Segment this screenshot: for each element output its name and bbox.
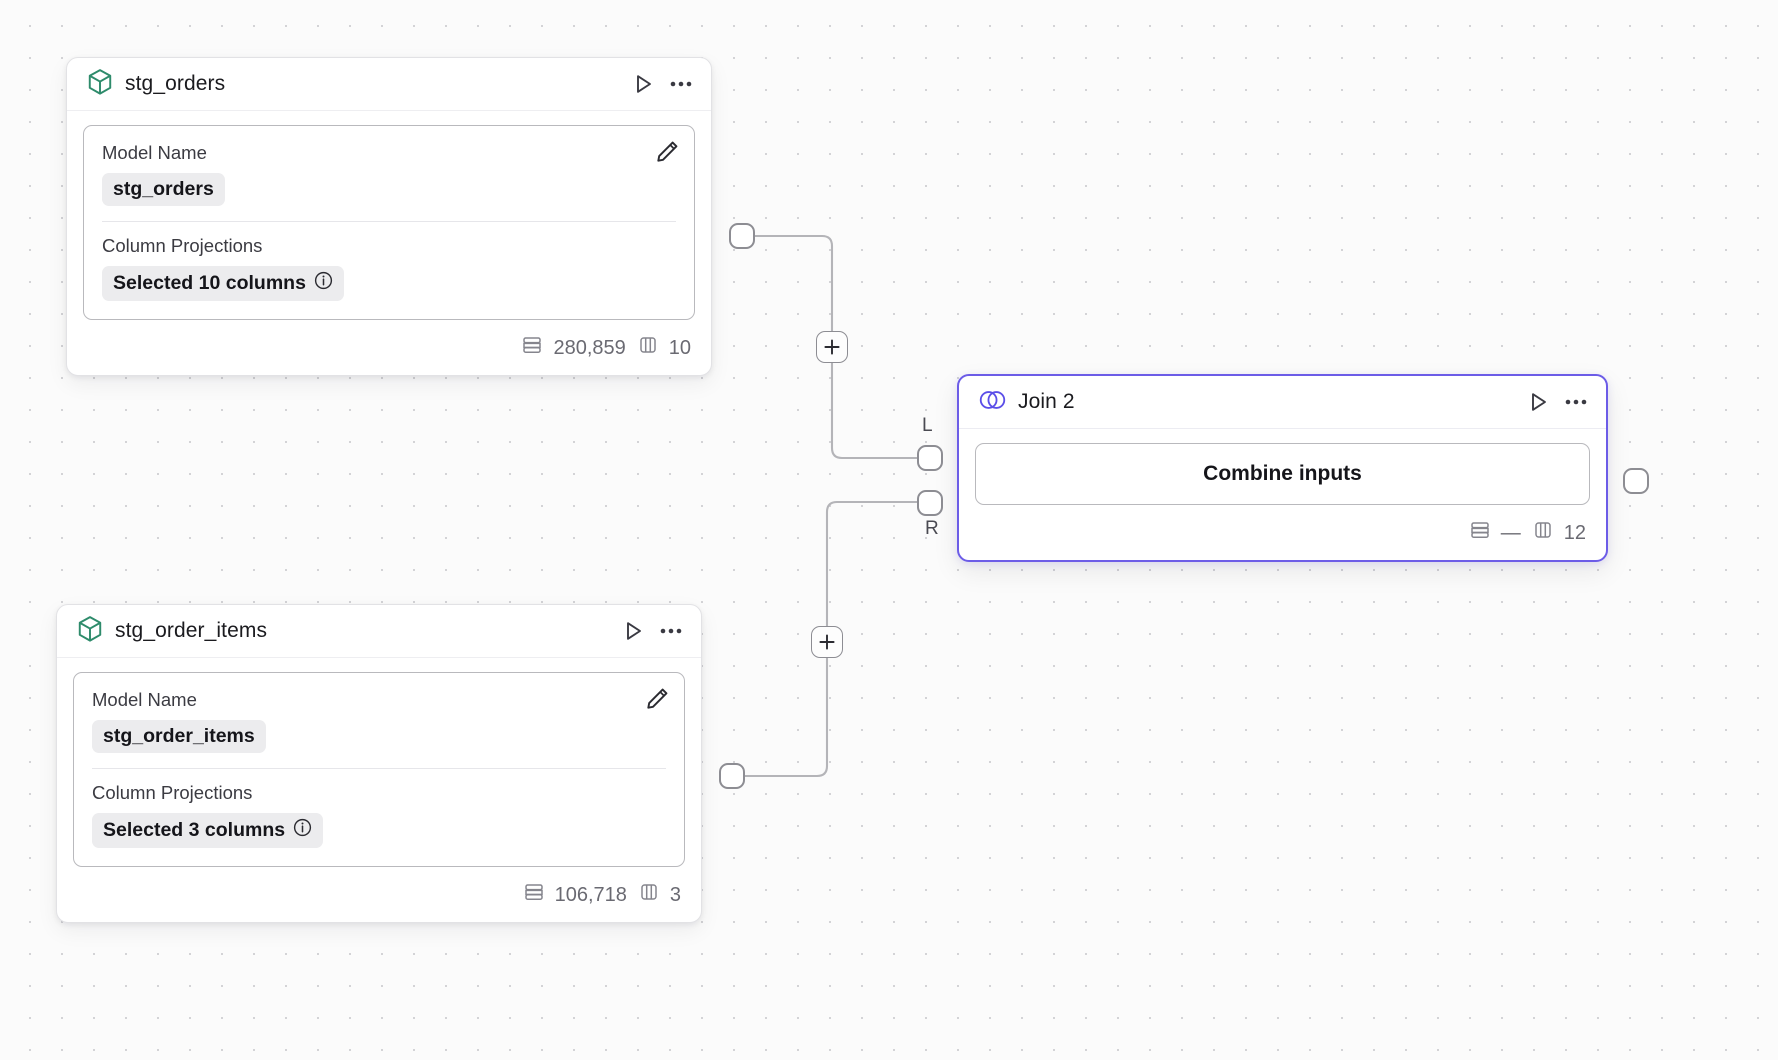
columns-icon	[638, 881, 660, 909]
columns-icon	[637, 334, 659, 362]
more-options-icon[interactable]	[659, 627, 683, 635]
model-name-value: stg_orders	[113, 178, 214, 200]
panel-divider	[92, 768, 666, 769]
column-projections-value: Selected 3 columns	[103, 819, 286, 841]
node-header: stg_orders	[67, 58, 711, 111]
node-footer: 280,859 10	[67, 328, 711, 375]
panel-divider	[102, 221, 676, 222]
node-title: stg_orders	[125, 72, 226, 95]
column-projections-value: Selected 10 columns	[113, 272, 306, 294]
columns-value: 3	[669, 883, 681, 906]
info-icon[interactable]	[293, 818, 312, 843]
node-title: Join 2	[1018, 390, 1075, 413]
model-config-panel[interactable]: Model Name stg_order_items Column Projec…	[73, 672, 685, 867]
add-node-on-edge-bottom-button[interactable]	[811, 626, 843, 658]
columns-stat: 3	[638, 881, 681, 909]
columns-stat: 10	[637, 334, 691, 362]
rows-stat: —	[1469, 519, 1521, 547]
port-label-right: R	[925, 518, 939, 539]
rows-value: 106,718	[554, 883, 627, 906]
node-stg-orders[interactable]: stg_orders	[66, 57, 712, 376]
cube-icon	[77, 615, 103, 648]
model-name-chip[interactable]: stg_orders	[102, 173, 225, 206]
run-icon[interactable]	[621, 619, 645, 643]
model-config-panel[interactable]: Model Name stg_orders Column Projections…	[83, 125, 695, 320]
run-icon[interactable]	[631, 72, 655, 96]
column-projections-label: Column Projections	[92, 782, 253, 803]
venn-icon	[979, 389, 1006, 416]
rows-value: —	[1500, 521, 1521, 544]
columns-stat: 12	[1532, 519, 1586, 547]
port-output-join[interactable]	[1623, 468, 1649, 494]
node-footer: — 12	[959, 513, 1606, 560]
more-options-icon[interactable]	[669, 80, 693, 88]
rows-icon	[1469, 519, 1491, 547]
port-label-left: L	[922, 415, 933, 436]
columns-value: 10	[668, 336, 691, 359]
info-icon[interactable]	[314, 271, 333, 296]
cube-icon	[87, 68, 113, 101]
rows-value: 280,859	[553, 336, 626, 359]
node-header: Join 2	[959, 376, 1606, 429]
plus-icon	[819, 634, 835, 650]
node-join-2[interactable]: Join 2 Combine inputs	[957, 374, 1608, 562]
columns-icon	[1532, 519, 1554, 547]
column-projections-chip[interactable]: Selected 3 columns	[92, 813, 324, 848]
model-name-value: stg_order_items	[103, 725, 255, 747]
rows-stat: 280,859	[521, 334, 626, 362]
node-body: Model Name stg_order_items Column Projec…	[57, 658, 701, 875]
port-input-join-left[interactable]	[917, 445, 943, 471]
node-body: Combine inputs	[959, 429, 1606, 513]
model-name-label: Model Name	[92, 689, 197, 710]
port-output-stg-orders[interactable]	[729, 223, 755, 249]
edit-pencil-icon[interactable]	[644, 686, 670, 712]
node-stg-order-items[interactable]: stg_order_items	[56, 604, 702, 923]
plus-icon	[824, 339, 840, 355]
node-title: stg_order_items	[115, 619, 268, 642]
rows-stat: 106,718	[523, 881, 627, 909]
columns-value: 12	[1563, 521, 1586, 544]
model-name-label: Model Name	[102, 142, 207, 163]
rows-icon	[523, 881, 545, 909]
more-options-icon[interactable]	[1564, 398, 1588, 406]
node-body: Model Name stg_orders Column Projections…	[67, 111, 711, 328]
run-icon[interactable]	[1526, 390, 1550, 414]
column-projections-label: Column Projections	[102, 235, 263, 256]
port-output-stg-order-items[interactable]	[719, 763, 745, 789]
node-footer: 106,718 3	[57, 875, 701, 922]
edit-pencil-icon[interactable]	[654, 139, 680, 165]
port-input-join-right[interactable]	[917, 490, 943, 516]
combine-inputs-button[interactable]: Combine inputs	[975, 443, 1590, 505]
add-node-on-edge-top-button[interactable]	[816, 331, 848, 363]
column-projections-chip[interactable]: Selected 10 columns	[102, 266, 344, 301]
node-header: stg_order_items	[57, 605, 701, 658]
rows-icon	[521, 334, 543, 362]
model-name-chip[interactable]: stg_order_items	[92, 720, 266, 753]
